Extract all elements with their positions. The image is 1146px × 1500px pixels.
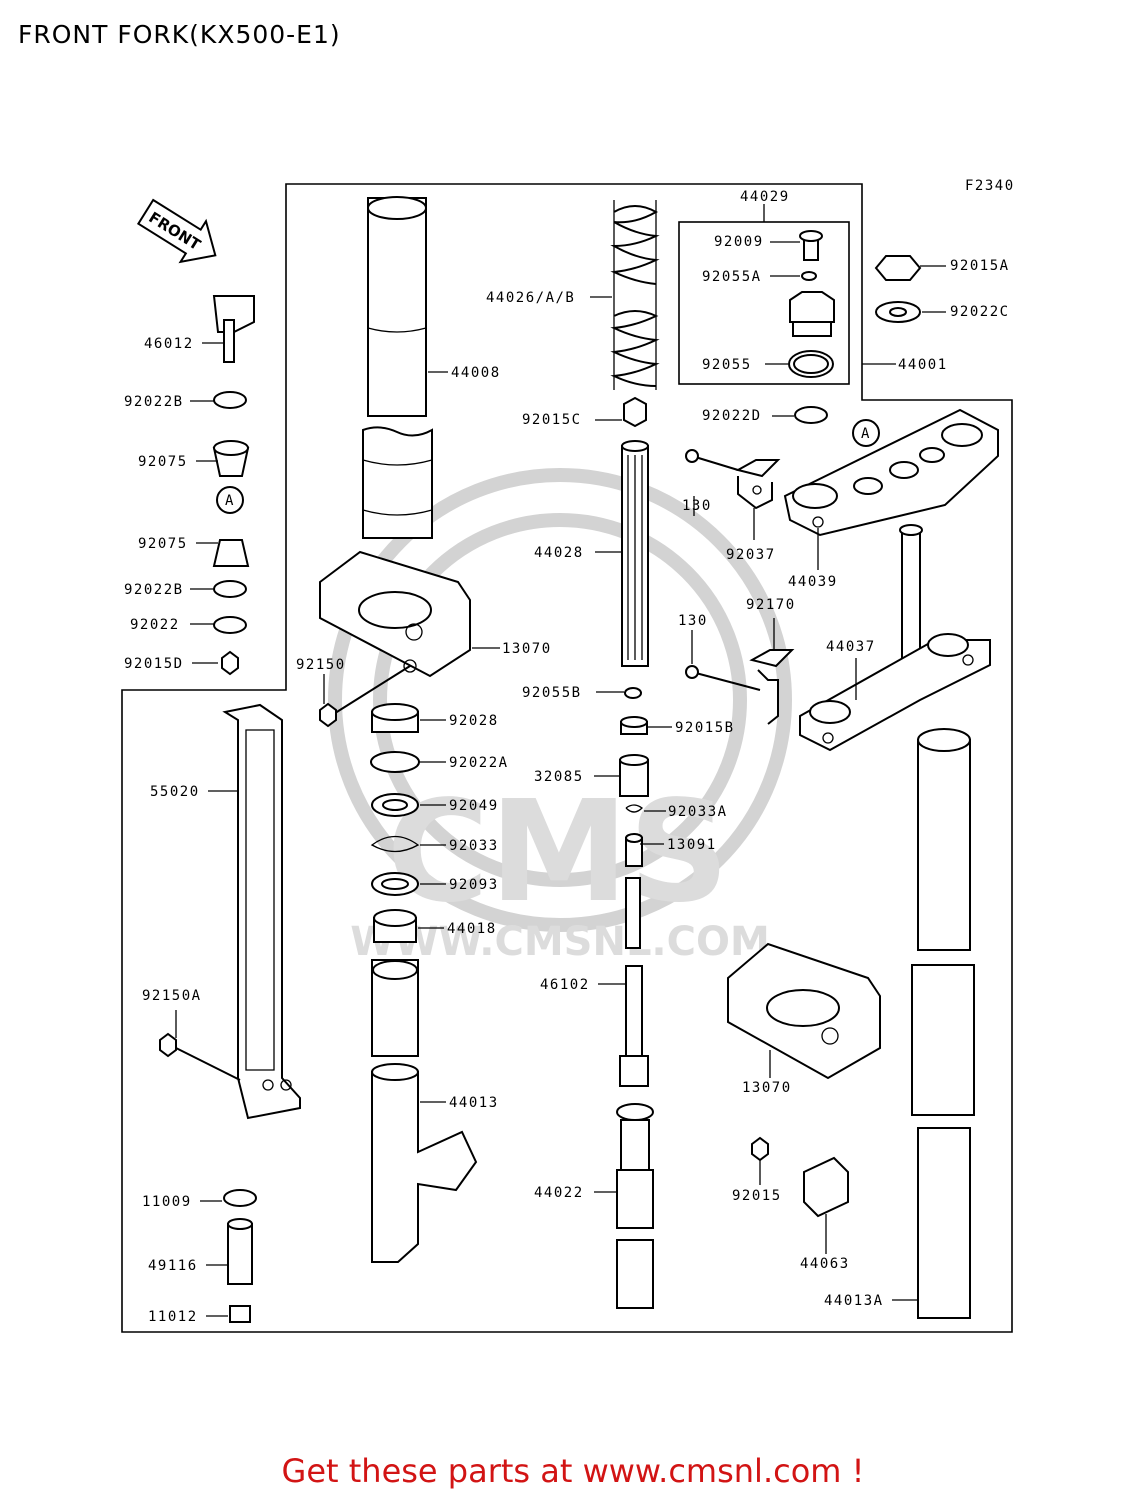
label-92033a: 92033A [668, 804, 728, 820]
label-92015c: 92015C [522, 412, 582, 428]
label-32085: 32085 [534, 769, 584, 785]
fork-spring [610, 200, 660, 390]
watermark: CMS WWW.CMSNL.COM [328, 468, 792, 965]
label-92009: 92009 [714, 234, 764, 250]
label-92150: 92150 [296, 657, 346, 673]
label-92022c: 92022C [950, 304, 1010, 320]
upper-triple-clamp [783, 408, 999, 537]
damper-tube-44022 [616, 1103, 654, 1309]
label-44013: 44013 [449, 1095, 499, 1111]
label-11009: 11009 [142, 1194, 192, 1210]
label-44063: 44063 [800, 1256, 850, 1272]
label-92033: 92033 [449, 838, 499, 854]
label-130b: 130 [678, 613, 708, 629]
watermark-brand: CMS [387, 771, 730, 934]
label-92037: 92037 [726, 547, 776, 563]
label-92055a: 92055A [702, 269, 762, 285]
label-92093: 92093 [449, 877, 499, 893]
label-46102: 46102 [540, 977, 590, 993]
exploded-parts-diagram: CMS WWW.CMSNL.COM F2340 FRONT [121, 178, 1015, 1333]
label-92075-2: 92075 [138, 536, 188, 552]
steering-stem [799, 524, 991, 752]
assembly-boundary [121, 183, 1013, 1333]
label-130a: 130 [682, 498, 712, 514]
label-44037: 44037 [826, 639, 876, 655]
nut-92015c [623, 396, 647, 428]
figure-code: F2340 [965, 178, 1015, 194]
label-92022b-1: 92022B [124, 394, 184, 410]
label-13070b: 13070 [742, 1080, 792, 1096]
damper-rod [621, 440, 649, 667]
label-49116: 49116 [148, 1258, 198, 1274]
inner-tube-44008 [362, 196, 433, 539]
label-92022a: 92022A [449, 755, 509, 771]
label-44008: 44008 [451, 365, 501, 381]
label-44028: 44028 [534, 545, 584, 561]
right-fork-leg [911, 728, 975, 1319]
label-92028: 92028 [449, 713, 499, 729]
label-44022: 44022 [534, 1185, 584, 1201]
label-92055: 92055 [702, 357, 752, 373]
part-labels: 44029 92009 92055A 92055 92015A 92022C 4… [124, 189, 1010, 1325]
label-13091: 13091 [667, 837, 717, 853]
page-title: FRONT FORK(KX500-E1) [18, 20, 341, 49]
label-92015b: 92015B [675, 720, 735, 736]
label-13070a: 13070 [502, 641, 552, 657]
label-92055b: 92055B [522, 685, 582, 701]
footer-cta-link[interactable]: Get these parts at www.cmsnl.com ! [281, 1452, 865, 1490]
fork-guard [222, 703, 301, 1120]
fork-holder-upper [319, 550, 471, 678]
label-44029: 44029 [740, 189, 790, 205]
label-92022d: 92022D [702, 408, 762, 424]
label-92015d: 92015D [124, 656, 184, 672]
label-55020: 55020 [150, 784, 200, 800]
label-92015a: 92015A [950, 258, 1010, 274]
label-92022b-2: 92022B [124, 582, 184, 598]
handlebar-holder-92037 [735, 459, 781, 510]
label-92170: 92170 [746, 597, 796, 613]
label-92015: 92015 [732, 1188, 782, 1204]
label-44039: 44039 [788, 574, 838, 590]
outer-tube-44013 [371, 959, 478, 1263]
label-92075-1: 92075 [138, 454, 188, 470]
front-direction-arrow: FRONT [136, 198, 217, 264]
label-92150a: 92150A [142, 988, 202, 1004]
fork-holder-lower [727, 942, 881, 1080]
label-11012: 11012 [148, 1309, 198, 1325]
ref-marker-lower: A [225, 493, 235, 509]
label-44018: 44018 [447, 921, 497, 937]
label-92049: 92049 [449, 798, 499, 814]
ref-marker-upper: A [861, 426, 871, 442]
label-44013a: 44013A [824, 1293, 884, 1309]
label-92022: 92022 [130, 617, 180, 633]
watermark-url: WWW.CMSNL.COM [350, 919, 770, 965]
label-44026: 44026/A/B [486, 290, 575, 306]
label-46012: 46012 [144, 336, 194, 352]
nut-92015a [874, 255, 922, 281]
cylinder-rod [619, 965, 649, 1087]
label-44001: 44001 [898, 357, 948, 373]
leader-lines [175, 241, 946, 1317]
